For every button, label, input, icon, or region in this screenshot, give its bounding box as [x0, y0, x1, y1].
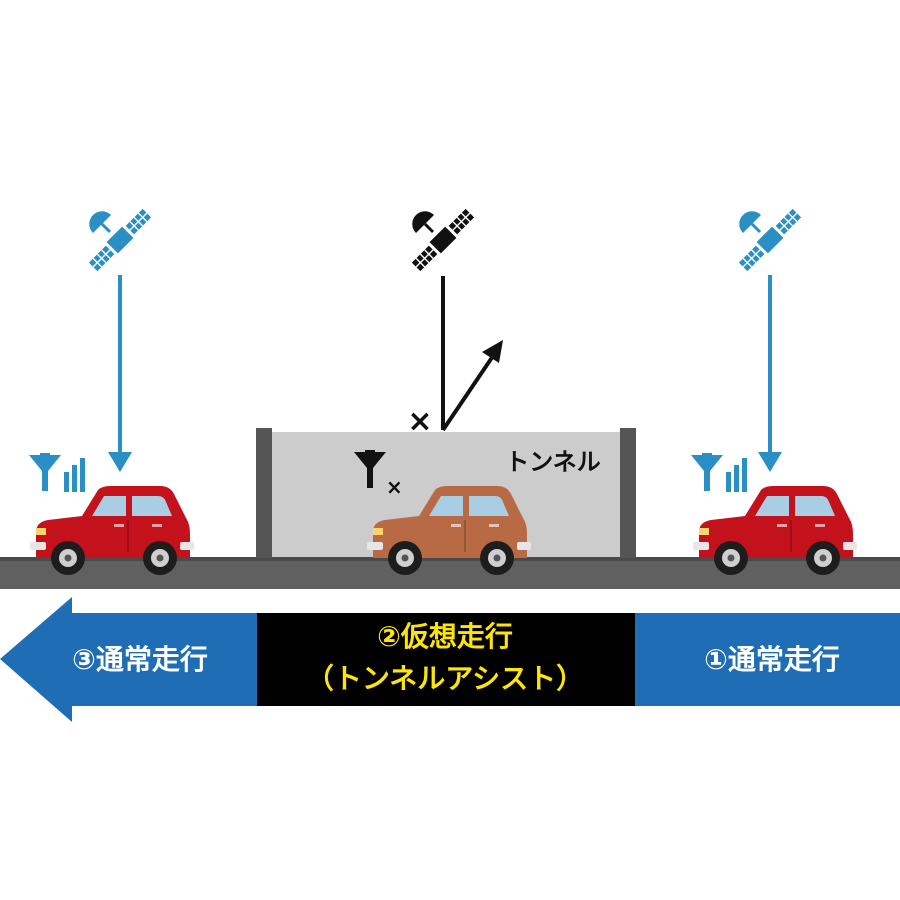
- road-edge: [0, 557, 900, 561]
- signal-left: [29, 453, 85, 492]
- signal-right: [691, 453, 747, 492]
- satellite-left: [85, 205, 155, 472]
- reflected-signal-line: [441, 354, 495, 432]
- gps-signal-arrowhead: [758, 452, 782, 472]
- satellite-icon: [408, 205, 478, 275]
- tunnel-wall-left: [256, 428, 272, 558]
- signal-antenna-icon: [29, 453, 61, 491]
- section-right-bar: [634, 613, 900, 706]
- direction-band: ①通常走行 ②仮想走行 （トンネルアシスト） ③通常走行: [0, 597, 900, 722]
- section-right-label: ①通常走行: [704, 643, 840, 676]
- no-reception-mark: ×: [386, 475, 403, 499]
- signal-tunnel: ×: [354, 450, 403, 499]
- section-left-label: ③通常走行: [72, 643, 208, 676]
- section-center-label-line1: ②仮想走行: [377, 620, 513, 653]
- satellite-icon: [85, 205, 155, 275]
- signal-bar: [734, 465, 739, 492]
- satellite-right: [735, 205, 805, 472]
- tunnel-label: トンネル: [505, 448, 601, 476]
- signal-bar: [726, 472, 731, 492]
- blocked-signal-mark: ×: [407, 404, 432, 439]
- satellite-icon: [735, 205, 805, 275]
- section-center-label-line2: （トンネルアシスト）: [306, 662, 584, 695]
- road: [0, 557, 900, 589]
- section-left-arrow: [0, 597, 257, 722]
- signal-bar: [64, 472, 69, 492]
- section-center-bar: [256, 613, 635, 706]
- tunnel-wall-right: [620, 428, 636, 558]
- signal-antenna-icon: [691, 453, 723, 491]
- reflected-signal-arrowhead: [482, 340, 503, 363]
- signal-bar: [742, 458, 747, 492]
- gps-signal-arrowhead: [108, 452, 132, 472]
- satellite-center: ×: [407, 205, 503, 439]
- signal-bar: [80, 458, 85, 492]
- signal-bar: [72, 465, 77, 492]
